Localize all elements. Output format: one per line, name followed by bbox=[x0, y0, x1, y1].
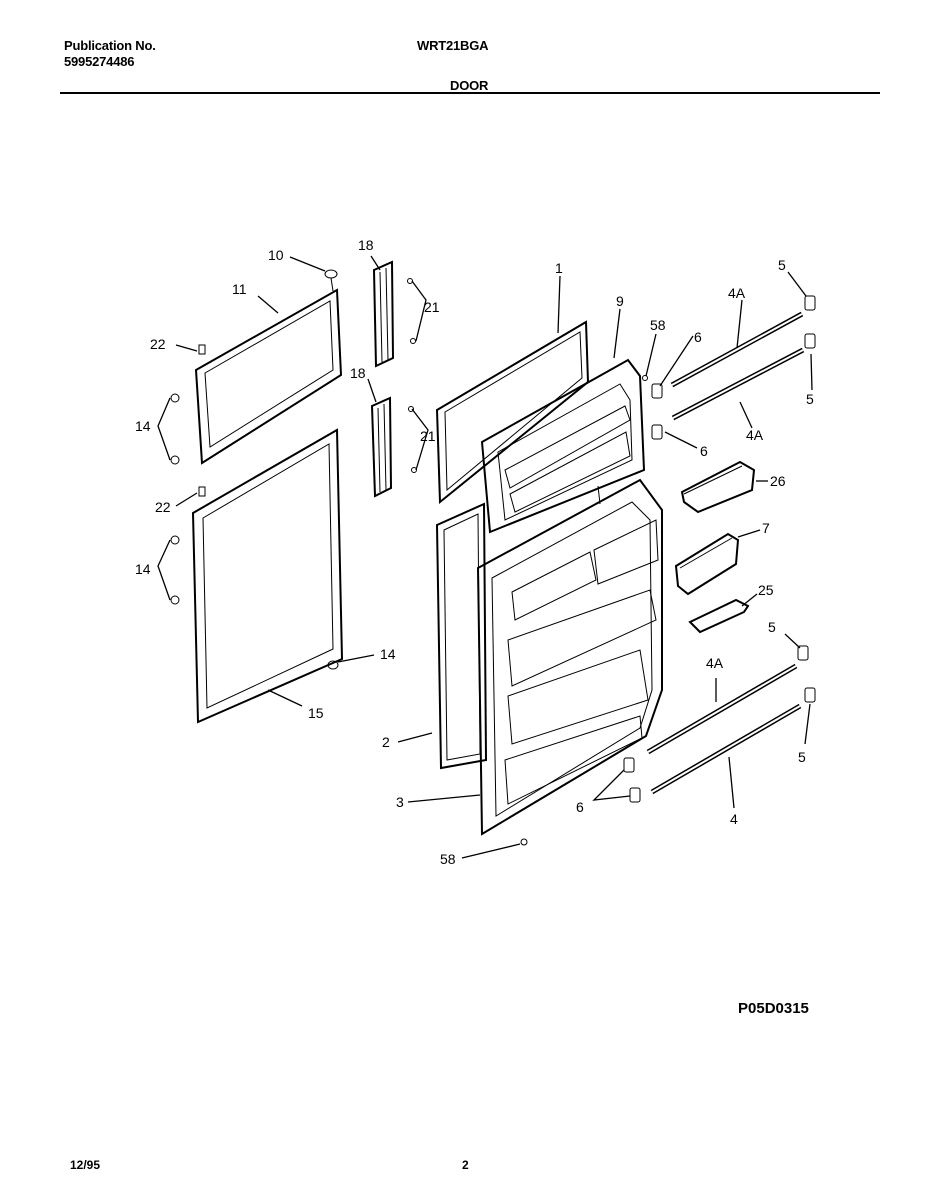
callout-3: 3 bbox=[396, 794, 404, 810]
callout-26: 26 bbox=[770, 473, 786, 489]
publication-label: Publication No. bbox=[64, 38, 156, 53]
callout-5: 5 bbox=[778, 257, 786, 273]
callout-9: 9 bbox=[616, 293, 624, 309]
diagram-code: P05D0315 bbox=[738, 1000, 809, 1017]
callout-10: 10 bbox=[268, 247, 284, 263]
callout-5: 5 bbox=[798, 749, 806, 765]
callout-leaders bbox=[157, 255, 813, 859]
callout-2: 2 bbox=[382, 734, 390, 750]
publication-number: 5995274486 bbox=[64, 54, 135, 69]
callout-6: 6 bbox=[700, 443, 708, 459]
callout-1: 1 bbox=[555, 260, 563, 276]
freezer-door-liner bbox=[480, 358, 648, 534]
fresh-food-door-gasket bbox=[191, 428, 344, 724]
header-rule bbox=[60, 92, 880, 94]
callout-4a: 4A bbox=[706, 655, 724, 671]
callout-6: 6 bbox=[694, 329, 702, 345]
hinge-pin-part bbox=[327, 660, 339, 670]
callout-6: 6 bbox=[576, 799, 584, 815]
door-stop-part bbox=[324, 269, 338, 279]
callout-25: 25 bbox=[758, 582, 774, 598]
callout-22: 22 bbox=[150, 336, 166, 352]
callout-21: 21 bbox=[420, 428, 436, 444]
callout-22: 22 bbox=[155, 499, 171, 515]
callout-18: 18 bbox=[350, 365, 366, 381]
callout-21: 21 bbox=[424, 299, 440, 315]
callout-5: 5 bbox=[768, 619, 776, 635]
fresh-food-door-liner bbox=[476, 478, 663, 846]
model-number: WRT21BGA bbox=[417, 38, 489, 53]
callout-58: 58 bbox=[650, 317, 666, 333]
callout-18: 18 bbox=[358, 237, 374, 253]
callout-4a: 4A bbox=[728, 285, 746, 301]
door-handles bbox=[370, 260, 417, 498]
page-number: 2 bbox=[462, 1158, 469, 1172]
callout-14: 14 bbox=[135, 418, 151, 434]
callout-11: 11 bbox=[232, 281, 247, 297]
door-bins bbox=[674, 460, 756, 634]
freezer-door-gasket bbox=[194, 269, 343, 465]
callout-15: 15 bbox=[308, 705, 324, 721]
callout-14: 14 bbox=[135, 561, 151, 577]
callout-labels: 10 11 22 14 22 14 14 15 18 21 18 21 1 9 … bbox=[135, 237, 814, 867]
footer-date: 12/95 bbox=[70, 1158, 101, 1172]
callout-7: 7 bbox=[762, 520, 770, 536]
rail-end-caps bbox=[623, 295, 816, 803]
shelf-rails bbox=[646, 311, 805, 795]
callout-58: 58 bbox=[440, 851, 456, 867]
section-title: DOOR bbox=[450, 78, 489, 93]
callout-5: 5 bbox=[806, 391, 814, 407]
callout-4a: 4A bbox=[746, 427, 764, 443]
freezer-liner-gasket bbox=[435, 320, 590, 505]
screw-parts bbox=[170, 344, 206, 605]
callout-14: 14 bbox=[380, 646, 396, 662]
callout-4: 4 bbox=[730, 811, 738, 827]
